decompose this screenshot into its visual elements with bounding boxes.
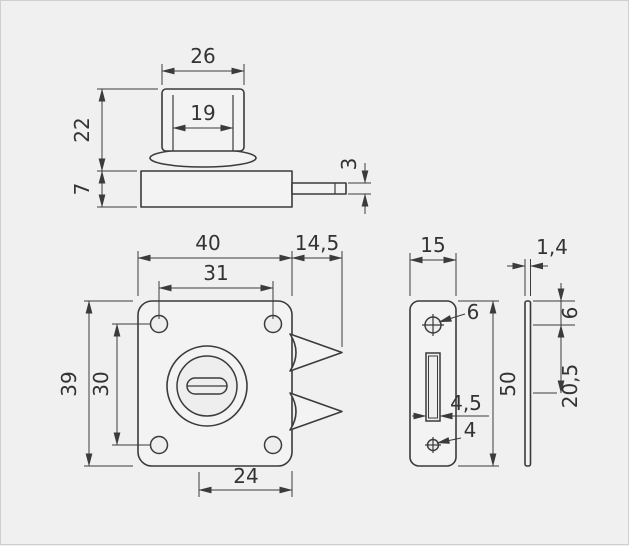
dim-knob-width <box>161 64 245 85</box>
dim-plate-top-hole <box>438 313 466 323</box>
dim-bolt-thickness <box>348 163 371 214</box>
strike-plate-edge <box>524 300 532 467</box>
mount-hole-bottom-left <box>149 435 169 455</box>
dim-label-plate-bottom-hole: 4 <box>464 418 477 442</box>
latch-tooth-upper <box>289 333 343 372</box>
dim-knob-height <box>97 88 158 172</box>
dim-label-stem-width: 19 <box>190 101 215 125</box>
dim-body-height-front <box>84 300 133 467</box>
side-view: 26 19 22 7 3 <box>70 44 371 214</box>
dim-plate-width <box>409 253 457 296</box>
dim-plate-thickness <box>507 259 548 296</box>
latch-tooth-lower <box>289 392 343 431</box>
dim-label-bolt-length: 14,5 <box>295 231 340 255</box>
dim-label-hole-spacing-horizontal: 31 <box>203 261 228 285</box>
dim-edge-top-hole-offset <box>533 283 575 326</box>
dim-bolt-length <box>291 251 343 347</box>
dim-label-bolt-thickness: 3 <box>337 158 361 171</box>
knob-cap <box>161 88 245 152</box>
plate-slot <box>425 352 441 422</box>
dim-label-body-height-front: 39 <box>57 371 81 396</box>
dim-label-plate-thickness: 1,4 <box>536 235 568 259</box>
dim-label-body-height-side: 7 <box>70 183 94 196</box>
dim-label-knob-height: 22 <box>70 117 94 142</box>
plate-slot-inner <box>428 355 438 419</box>
dim-label-plate-width: 15 <box>420 233 445 257</box>
strike-plate-edge-view: 1,4 6 20,5 <box>507 235 582 467</box>
dim-plate-bottom-hole <box>436 437 462 444</box>
dim-edge-slot-offset <box>533 324 565 394</box>
dim-label-plate-top-hole: 6 <box>467 300 480 324</box>
dim-label-knob-width: 26 <box>190 44 215 68</box>
dim-label-body-width: 40 <box>195 231 220 255</box>
dim-label-bottom: 24 <box>233 464 258 488</box>
front-view: 40 14,5 31 39 30 24 <box>57 231 343 497</box>
dim-label-plate-slot-width: 4,5 <box>450 391 482 415</box>
dim-label-edge-slot-offset: 20,5 <box>558 364 582 409</box>
lock-body-side <box>140 170 293 208</box>
dim-plate-height <box>458 300 499 467</box>
strike-plate-front-view: 15 6 50 4,5 4 <box>409 233 520 467</box>
dim-label-plate-height: 50 <box>496 371 520 396</box>
latch-bolt-side <box>291 182 347 195</box>
dim-body-height-side <box>97 170 137 208</box>
dim-label-hole-spacing-vertical: 30 <box>89 371 113 396</box>
mount-hole-bottom-right <box>263 435 283 455</box>
dim-hole-spacing-vertical <box>112 323 151 446</box>
dim-bottom <box>198 471 293 497</box>
dim-label-edge-top-hole-offset: 6 <box>558 307 582 320</box>
dim-hole-spacing-horizontal <box>158 281 274 319</box>
